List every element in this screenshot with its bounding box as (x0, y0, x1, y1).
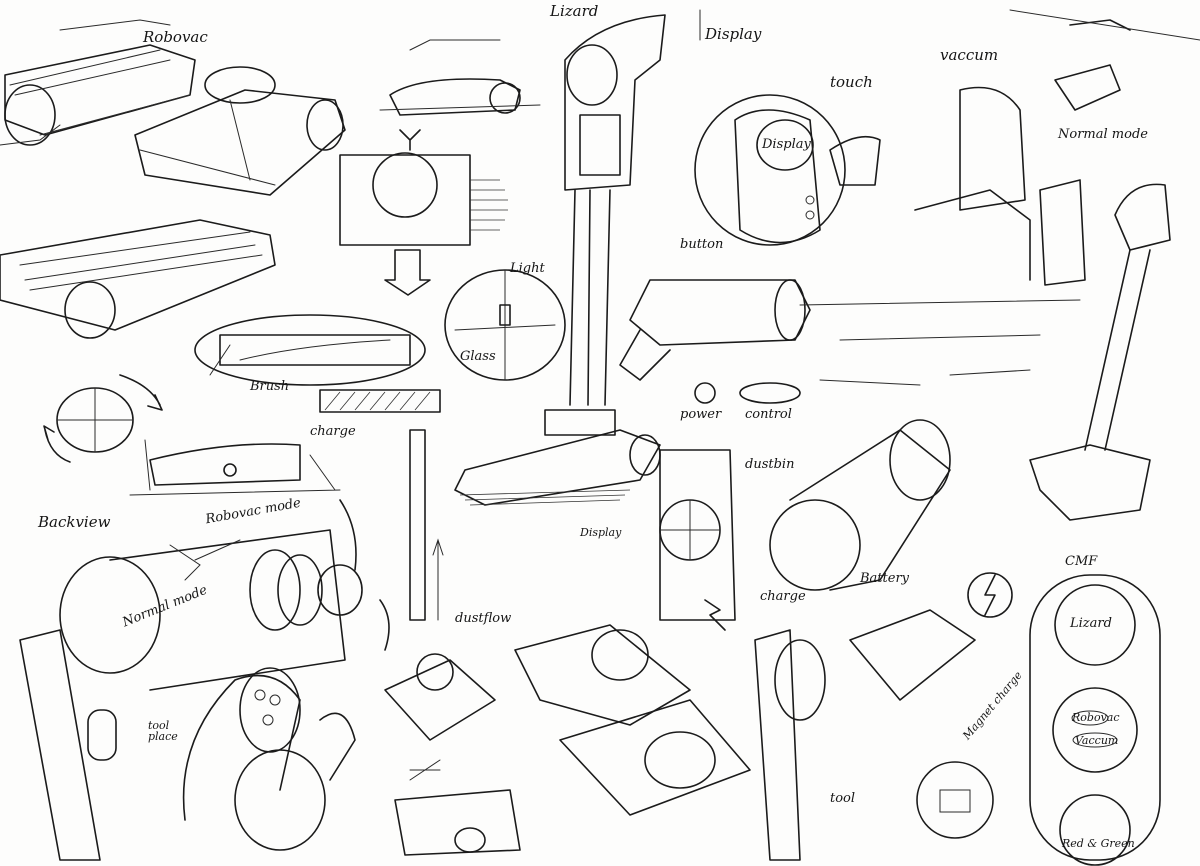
label-cmf: CMF (1065, 554, 1098, 569)
charging-dock-sketch (514, 624, 751, 816)
dustbin-detail (659, 449, 736, 631)
label-charge-bottom: charge (760, 589, 806, 604)
label-dustflow: dustflow (455, 611, 512, 626)
light-glass-detail (444, 269, 566, 381)
cmf-ui-panel (1029, 574, 1161, 866)
ui-button-lizard: Lizard (1070, 616, 1112, 631)
lizard-vacuum-main (454, 14, 666, 506)
battery-sketch (769, 419, 1013, 618)
rotation-diagram (43, 374, 163, 463)
label-lizard: Lizard (550, 2, 599, 20)
ui-button-red-green: Red & Green (1062, 837, 1135, 850)
label-tool-place: tool place (148, 719, 178, 743)
robovac-sketch-middle (134, 66, 346, 196)
connector-sketch (249, 499, 390, 651)
tool-place-sketch (754, 609, 994, 861)
robovac-sketch-top-left (0, 19, 196, 146)
label-display-top: Display (705, 25, 762, 43)
cleaner-front (129, 439, 341, 496)
robovac-top-center (379, 39, 541, 116)
label-display-screen: Display (762, 137, 811, 152)
label-display-base: Display (580, 526, 622, 539)
section-view (339, 129, 508, 296)
power-control (694, 382, 801, 404)
handle-sketch-bottom-left (182, 667, 356, 851)
brush-detail (194, 314, 441, 413)
label-glass: Glass (460, 349, 496, 364)
button-detail (619, 279, 811, 381)
ui-button-robovac: Robovac (1072, 711, 1120, 724)
label-power: power (680, 407, 722, 422)
label-vaccum: vaccum (940, 46, 999, 64)
label-light: Light (510, 261, 545, 276)
label-dustbin: dustbin (745, 457, 795, 472)
display-hand-detail (694, 94, 881, 246)
backview-sketch (19, 529, 346, 861)
stray-lines (699, 9, 1200, 386)
label-control: control (745, 407, 792, 422)
label-normal-mode-top: Normal mode (1058, 127, 1148, 142)
robovac-sketch-long (0, 219, 276, 339)
wheel-bracket-sketch (394, 759, 521, 856)
dustflow-base (384, 429, 496, 741)
label-battery: Battery (860, 571, 910, 586)
ui-button-vaccum: Vaccum (1075, 734, 1119, 747)
label-button: button (680, 237, 724, 252)
label-touch: touch (830, 73, 873, 91)
label-robovac: Robovac (143, 28, 208, 46)
label-brush: Brush (250, 379, 290, 394)
vaccum-mode-right (914, 19, 1171, 521)
label-charge-top: charge (310, 424, 356, 439)
label-tool: tool (830, 791, 856, 806)
label-backview: Backview (38, 513, 111, 531)
